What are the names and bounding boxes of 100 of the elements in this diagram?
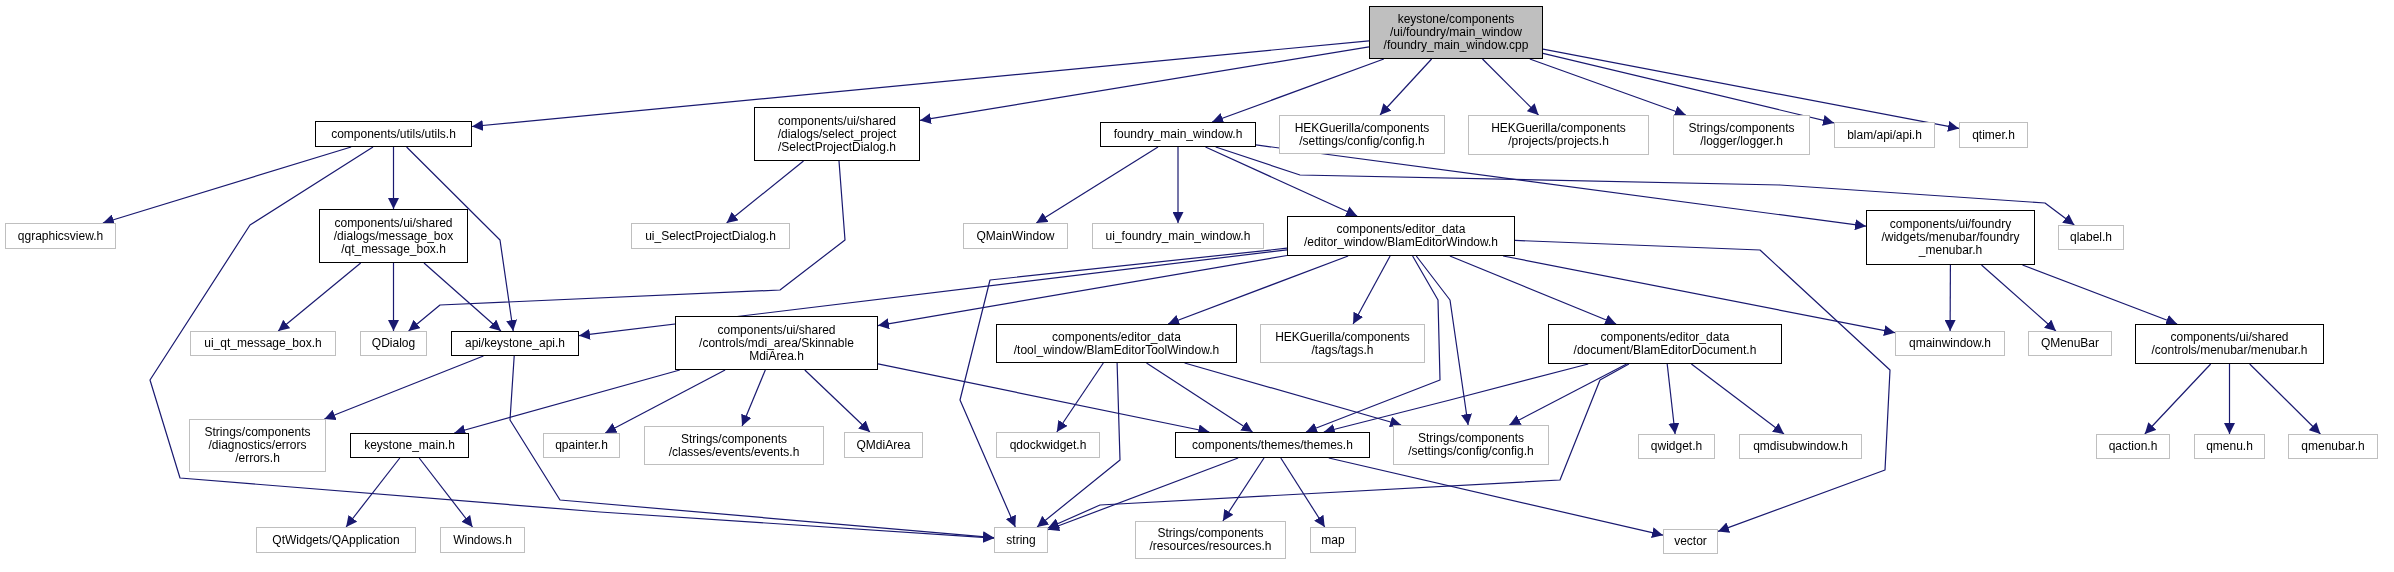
external-header-box <box>1663 529 1718 554</box>
external-header-box <box>1393 425 1549 465</box>
file-path: QMenuBar <box>2041 337 2099 350</box>
dependency-arrow <box>1529 58 1687 117</box>
file-path: Strings/components /classes/events/events.h <box>667 432 801 459</box>
external-header-box <box>963 223 1068 249</box>
file-path: foundry_main_window.h <box>1113 128 1243 141</box>
file-path: qgraphicsview.h <box>17 229 104 243</box>
external-header-box <box>440 527 525 553</box>
file-path: Strings/components /resources/resources.h <box>1148 527 1273 553</box>
file-path: Strings/components /settings/config/config.h <box>1407 432 1535 458</box>
header-file-box <box>1175 432 1370 458</box>
file-path: qmainwindow.h <box>1908 337 1992 350</box>
dependency-arrow <box>578 249 1288 340</box>
file-path: Strings/components /logger/logger.h <box>1687 122 1796 148</box>
dependency-arrow <box>388 146 399 210</box>
dependency-arrow <box>1172 146 1184 224</box>
external-header-box <box>994 527 1048 553</box>
file-path: components/ui/shared /dialogs/select_project /SelectProjectDialog.h <box>776 114 898 154</box>
external-header-box <box>189 419 326 472</box>
dependency-arrow <box>423 262 502 332</box>
file-path: components/themes/themes.h <box>1192 438 1353 452</box>
file-path: components/editor_data /document/BlamEditorDocument.h <box>1572 331 1758 357</box>
file-path: keystone/components /ui/foundry/main_window /foundry_main_window.cpp <box>1382 13 1530 52</box>
dependency-arrow <box>1145 362 1254 433</box>
external-header-box <box>543 433 620 458</box>
dependency-arrow <box>1035 146 1159 224</box>
file-path: qpainter.h <box>555 439 608 452</box>
header-file-box <box>451 331 579 356</box>
dependency-arrow <box>1666 363 1680 435</box>
file-path: qtimer.h <box>1972 128 2015 142</box>
header-file-box <box>1548 324 1782 364</box>
external-header-box <box>360 331 427 356</box>
external-header-box <box>1673 115 1810 155</box>
dependency-arrow <box>149 146 995 543</box>
external-header-box <box>996 432 1100 458</box>
file-path: HEKGuerilla/components /tags/tags.h <box>1274 330 1411 357</box>
file-path: components/ui/shared /controls/menubar/menubar.h <box>2150 331 2309 357</box>
external-header-box <box>256 527 416 553</box>
dependency-arrow <box>388 262 399 332</box>
header-file-box <box>319 209 468 263</box>
dependency-arrow <box>1036 362 1121 528</box>
external-header-box <box>1834 122 1935 148</box>
file-path: ui_foundry_main_window.h <box>1105 229 1251 243</box>
dependency-arrow <box>323 355 484 421</box>
dependency-arrow <box>1415 255 1472 426</box>
source-file-box <box>1369 6 1543 59</box>
file-path: Strings/components /diagnostics/errors /errors.h <box>203 426 312 465</box>
header-file-box <box>996 324 1237 363</box>
file-path: qaction.h <box>2108 440 2158 453</box>
external-header-box <box>844 432 923 458</box>
dependency-arrow <box>1204 146 1358 217</box>
dependency-arrow <box>1944 264 1956 332</box>
file-path: map <box>1321 533 1345 547</box>
dependency-arrow <box>604 369 726 434</box>
dependency-arrow <box>277 262 362 332</box>
external-header-box <box>2058 225 2124 250</box>
dependency-arrow <box>2224 363 2235 435</box>
file-path: blam/api/api.h <box>1847 128 1922 142</box>
file-path: QtWidgets/QApplication <box>272 533 400 547</box>
external-header-box <box>5 223 116 249</box>
file-path: QMainWindow <box>976 229 1055 243</box>
dependency-arrow <box>1328 457 1664 539</box>
file-path: qwidget.h <box>1650 440 1703 453</box>
external-header-box <box>2194 434 2265 459</box>
external-header-box <box>2096 434 2170 459</box>
file-path: qmenu.h <box>2206 440 2253 453</box>
dependency-arrow <box>919 46 1370 125</box>
file-path: qmenubar.h <box>2301 440 2365 453</box>
file-path: qlabel.h <box>2069 231 2112 244</box>
dependency-arrow <box>1222 457 1265 522</box>
dependency-arrow <box>1352 255 1391 325</box>
file-path: vector <box>1674 535 1707 548</box>
dependency-arrow <box>726 160 805 224</box>
file-path: qmdisubwindow.h <box>1753 440 1848 453</box>
external-header-box <box>1468 115 1649 155</box>
dependency-arrow <box>406 146 518 332</box>
dependency-arrow <box>2021 264 2178 326</box>
external-header-box <box>644 426 824 465</box>
external-header-box <box>1739 434 1862 459</box>
header-file-box <box>675 316 878 370</box>
header-file-box <box>1866 210 2035 265</box>
external-header-box <box>1279 115 1445 154</box>
file-path: components/editor_data /tool_window/BlamEditorToolWindow.h <box>1012 330 1221 357</box>
file-path: components/ui/foundry /widgets/menubar/foundry _menubar.h <box>1880 218 2021 257</box>
dependency-arrow <box>1514 239 1891 533</box>
dependency-arrow <box>1047 457 1239 532</box>
file-path: QMdiArea <box>856 438 911 452</box>
external-header-box <box>1638 434 1715 459</box>
dependency-arrow <box>1305 255 1441 434</box>
external-header-box <box>631 223 790 249</box>
external-header-box <box>1092 223 1264 249</box>
header-file-box <box>1287 216 1515 256</box>
dependency-arrow <box>471 40 1370 131</box>
file-path: api/keystone_api.h <box>464 337 566 350</box>
dependency-arrow <box>1690 363 1785 435</box>
header-file-box <box>315 121 472 147</box>
dependency-arrow <box>1481 58 1540 116</box>
header-file-box <box>350 433 469 458</box>
file-path: components/editor_data /editor_window/BlamEditorWindow.h <box>1302 223 1500 249</box>
